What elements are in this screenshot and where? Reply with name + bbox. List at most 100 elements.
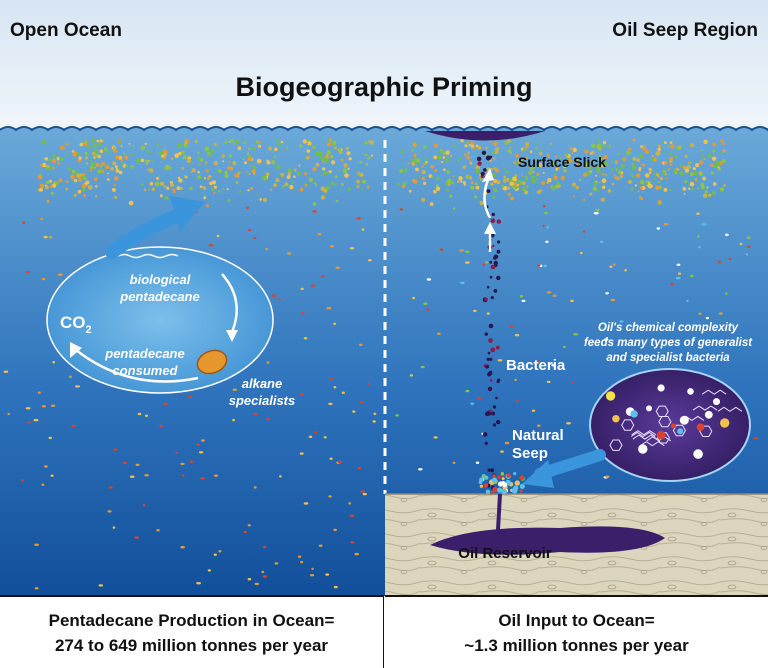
plankton-dot bbox=[115, 155, 120, 160]
plankton-dot bbox=[52, 183, 57, 188]
oil-reservoir bbox=[430, 526, 665, 555]
plankton-dot bbox=[435, 184, 439, 188]
oil-droplet bbox=[489, 357, 493, 361]
plankton-dot bbox=[232, 142, 235, 145]
plankton-dot bbox=[575, 185, 579, 190]
plankton-dot bbox=[89, 159, 92, 162]
plankton-dot bbox=[460, 138, 464, 143]
microbe-dot bbox=[500, 450, 504, 453]
plankton-dot bbox=[128, 200, 134, 206]
microbe-dot bbox=[754, 437, 759, 440]
seep-conduit bbox=[496, 493, 502, 531]
plankton-dot bbox=[64, 153, 68, 156]
molecule-chain bbox=[640, 441, 665, 447]
plankton-dot bbox=[691, 187, 694, 191]
plankton-dot bbox=[582, 172, 588, 177]
molecule-ring bbox=[656, 432, 670, 444]
plankton-dot bbox=[676, 146, 680, 150]
plankton-dot bbox=[540, 149, 543, 152]
oil-droplet bbox=[495, 396, 498, 400]
microbe-dot bbox=[437, 332, 441, 335]
plankton-dot bbox=[589, 166, 593, 170]
plankton-dot bbox=[657, 180, 660, 184]
plankton-dot bbox=[226, 188, 229, 191]
plankton-dot bbox=[536, 142, 539, 145]
seep-microbe bbox=[478, 480, 483, 485]
plankton-dot bbox=[263, 197, 267, 202]
plankton-dot bbox=[650, 158, 655, 162]
plankton-dot bbox=[259, 198, 263, 201]
plankton-dot bbox=[627, 179, 632, 184]
plankton-dot bbox=[433, 190, 437, 194]
plankton-dot bbox=[298, 144, 303, 148]
bacteria-label: Bacteria bbox=[506, 357, 566, 374]
microbe-dot bbox=[286, 252, 292, 255]
plankton-dot bbox=[312, 202, 317, 206]
plankton-dot bbox=[226, 166, 230, 170]
plankton-dot bbox=[711, 190, 716, 195]
plankton-dot bbox=[542, 171, 545, 174]
plankton-dot bbox=[128, 142, 131, 145]
plankton-dot bbox=[656, 173, 659, 177]
plankton-dot bbox=[337, 169, 340, 172]
microbe-dot bbox=[482, 263, 486, 266]
plankton-dot bbox=[689, 172, 694, 177]
plankton-dot bbox=[701, 154, 705, 157]
plankton-dot bbox=[485, 147, 488, 150]
plankton-dot bbox=[72, 178, 75, 181]
plankton-dot bbox=[323, 189, 328, 193]
oil-droplet bbox=[490, 218, 496, 223]
microbe-dot bbox=[745, 253, 749, 256]
microbe-dot bbox=[551, 364, 556, 367]
microbe-dot bbox=[188, 395, 193, 398]
plankton-dot bbox=[224, 170, 228, 175]
microbe-dot bbox=[7, 412, 10, 416]
plankton-dot bbox=[490, 140, 492, 143]
plankton-dot bbox=[256, 158, 262, 164]
plankton-dot bbox=[120, 145, 123, 148]
pentadecane-consumed-line2: consumed bbox=[112, 363, 178, 378]
arrowhead-icon bbox=[522, 460, 554, 488]
plankton-dot bbox=[121, 162, 124, 166]
microbe-dot bbox=[359, 400, 364, 404]
plankton-dot bbox=[602, 140, 607, 145]
plankton-dot bbox=[547, 178, 552, 183]
plankton-dot bbox=[39, 173, 42, 176]
plankton-dot bbox=[145, 159, 149, 163]
plankton-dot bbox=[65, 180, 69, 184]
plankton-dot bbox=[596, 165, 601, 170]
plankton-dot bbox=[275, 178, 280, 183]
plankton-dot bbox=[494, 147, 500, 152]
microbe-dot bbox=[372, 420, 376, 423]
microbe-dot bbox=[298, 555, 302, 558]
plankton-dot bbox=[428, 174, 433, 178]
plankton-dot bbox=[700, 173, 703, 176]
bacterium-dot bbox=[704, 410, 713, 419]
plankton-dot bbox=[96, 139, 100, 143]
plankton-dot bbox=[479, 200, 484, 206]
plankton-dot bbox=[46, 165, 50, 169]
microbe-dot bbox=[196, 582, 202, 585]
plankton-dot bbox=[293, 175, 296, 178]
microbe-dot bbox=[261, 570, 265, 574]
molecule-ring bbox=[699, 425, 713, 437]
plankton-dot bbox=[320, 174, 323, 176]
plankton-dot bbox=[330, 181, 335, 186]
microbe-dot bbox=[253, 236, 257, 240]
natural-label: Natural bbox=[512, 427, 564, 444]
microbe-dot bbox=[531, 409, 536, 412]
plankton-dot bbox=[704, 190, 709, 194]
plankton-dot bbox=[607, 145, 611, 149]
plankton-dot bbox=[364, 141, 368, 145]
plankton-dot bbox=[73, 193, 77, 197]
oil-droplet bbox=[489, 260, 493, 264]
plankton-dot bbox=[613, 174, 616, 177]
plankton-dot bbox=[143, 188, 147, 192]
plankton-dot bbox=[364, 153, 368, 157]
plankton-dot bbox=[213, 185, 217, 189]
plankton-dot bbox=[42, 162, 47, 168]
plankton-dot bbox=[677, 168, 679, 171]
chemical-complexity-bubble bbox=[589, 368, 751, 482]
microbe-dot bbox=[420, 365, 425, 369]
plankton-dot bbox=[120, 159, 124, 163]
